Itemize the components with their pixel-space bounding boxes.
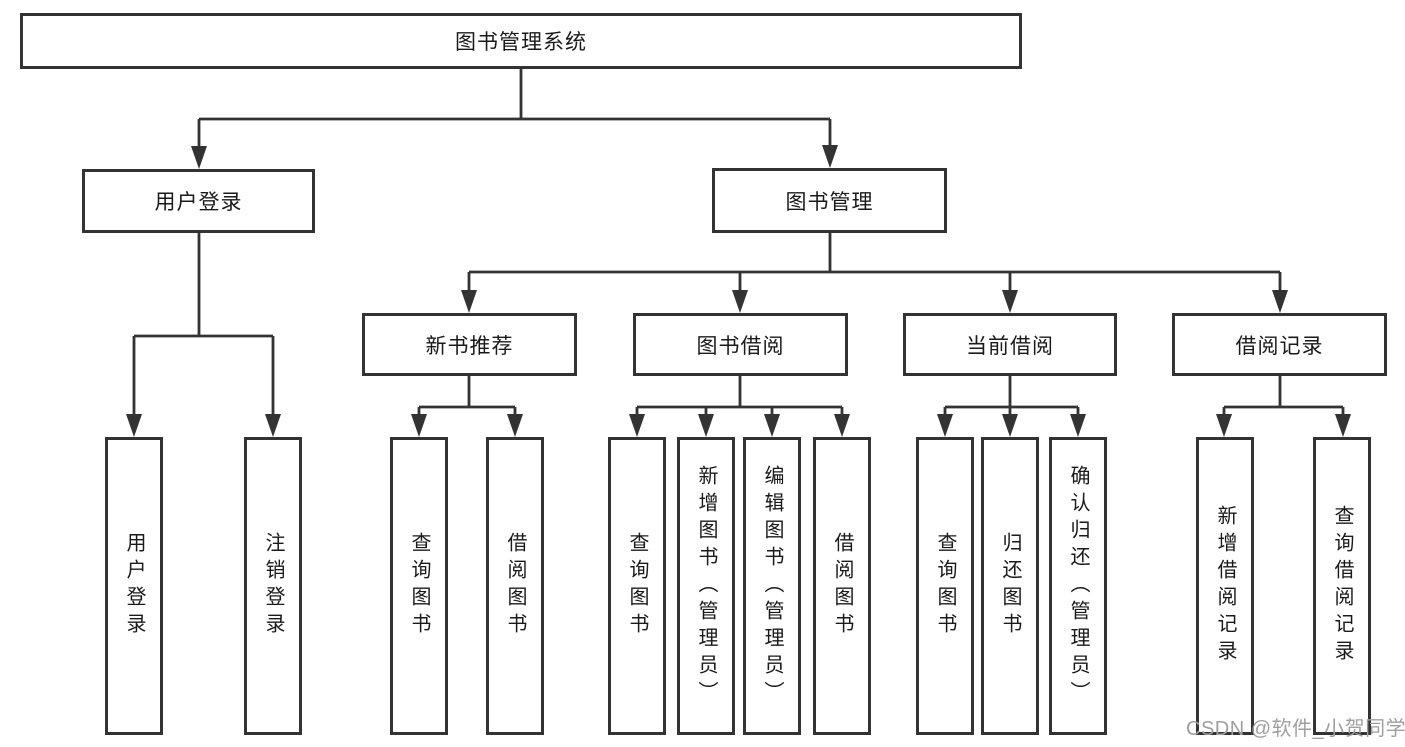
node-current-borrowing: 当前借阅 xyxy=(903,313,1117,376)
node-label: 图书管理 xyxy=(785,190,874,214)
edge-root-to-level2 xyxy=(191,69,838,169)
arrowhead xyxy=(732,290,748,313)
arrowhead xyxy=(1002,290,1018,313)
node-label: 图书管理系统 xyxy=(455,31,587,54)
leaf-current-confirm-return-admin: 确认归还（管理员） xyxy=(1049,437,1107,735)
node-label: 用户登录 xyxy=(154,191,243,214)
connector-line xyxy=(467,233,1282,291)
leaf-borrow-query-books: 查询图书 xyxy=(608,437,666,735)
connector-line xyxy=(635,376,844,416)
node-new-book-recommend: 新书推荐 xyxy=(362,313,577,376)
arrowhead xyxy=(629,414,645,437)
connector-line xyxy=(417,376,517,416)
arrowhead xyxy=(1002,414,1018,437)
connector-line xyxy=(943,376,1080,416)
node-label: 查询图书 xyxy=(626,532,648,640)
node-root: 图书管理系统 xyxy=(20,13,1022,69)
arrowhead xyxy=(191,146,207,169)
watermark-text: CSDN @软件_小贺同学 xyxy=(1186,718,1405,740)
node-label: 查询借阅记录 xyxy=(1331,505,1353,667)
arrowhead xyxy=(1272,290,1288,313)
leaf-user-login: 用户登录 xyxy=(105,437,163,735)
node-label: 借阅记录 xyxy=(1235,334,1324,358)
node-label: 图书借阅 xyxy=(696,334,785,358)
leaf-current-query-books: 查询图书 xyxy=(916,437,974,735)
arrowhead xyxy=(1070,414,1086,437)
edge-userlogin-to-leaves xyxy=(126,233,281,437)
edge-borrow-to-leaves xyxy=(629,376,850,437)
leaf-record-add-borrow-record: 新增借阅记录 xyxy=(1196,437,1254,735)
node-borrowing-records: 借阅记录 xyxy=(1172,313,1387,376)
arrowhead xyxy=(937,414,953,437)
arrowhead xyxy=(507,414,523,437)
node-label: 编辑图书（管理员） xyxy=(761,464,783,708)
node-label: 归还图书 xyxy=(999,532,1021,640)
node-label: 借阅图书 xyxy=(831,532,853,640)
connector-line xyxy=(132,233,275,415)
arrowhead xyxy=(461,290,477,313)
node-book-borrowing: 图书借阅 xyxy=(633,313,848,376)
leaf-logout: 注销登录 xyxy=(244,437,302,735)
node-label: 注销登录 xyxy=(262,532,284,640)
edge-newbook-to-leaves xyxy=(411,376,523,437)
node-label: 新增图书（管理员） xyxy=(695,464,717,708)
connector-line xyxy=(1222,376,1345,416)
node-label: 查询图书 xyxy=(408,532,430,640)
arrowhead xyxy=(834,414,850,437)
node-label: 当前借阅 xyxy=(966,334,1054,358)
node-label: 确认归还（管理员） xyxy=(1067,464,1089,708)
node-label: 借阅图书 xyxy=(504,532,526,640)
node-book-management: 图书管理 xyxy=(712,168,947,233)
arrowhead xyxy=(1216,414,1232,437)
leaf-borrow-borrow-books: 借阅图书 xyxy=(813,437,871,735)
node-label: 新书推荐 xyxy=(425,334,514,358)
leaf-borrow-add-books-admin: 新增图书（管理员） xyxy=(677,437,735,735)
edge-record-to-leaves xyxy=(1216,376,1351,437)
arrowhead xyxy=(1335,414,1351,437)
leaf-newbook-borrow-books: 借阅图书 xyxy=(486,437,544,735)
leaf-borrow-edit-books-admin: 编辑图书（管理员） xyxy=(743,437,801,735)
arrowhead xyxy=(698,414,714,437)
edge-current-to-leaves xyxy=(937,376,1086,437)
arrowhead xyxy=(764,414,780,437)
leaf-newbook-query-books: 查询图书 xyxy=(390,437,448,735)
node-label: 用户登录 xyxy=(123,532,145,640)
node-label: 查询图书 xyxy=(934,532,956,640)
arrowhead xyxy=(411,414,427,437)
node-user-login: 用户登录 xyxy=(82,169,315,233)
leaf-current-return-books: 归还图书 xyxy=(981,437,1039,735)
leaf-record-query-borrow-record: 查询借阅记录 xyxy=(1313,437,1371,735)
connector-line xyxy=(197,69,832,146)
arrowhead xyxy=(126,414,142,437)
node-label: 新增借阅记录 xyxy=(1214,505,1236,667)
edge-bookmgmt-to-level3 xyxy=(461,233,1288,313)
arrowhead xyxy=(822,145,838,168)
arrowhead xyxy=(265,414,281,437)
